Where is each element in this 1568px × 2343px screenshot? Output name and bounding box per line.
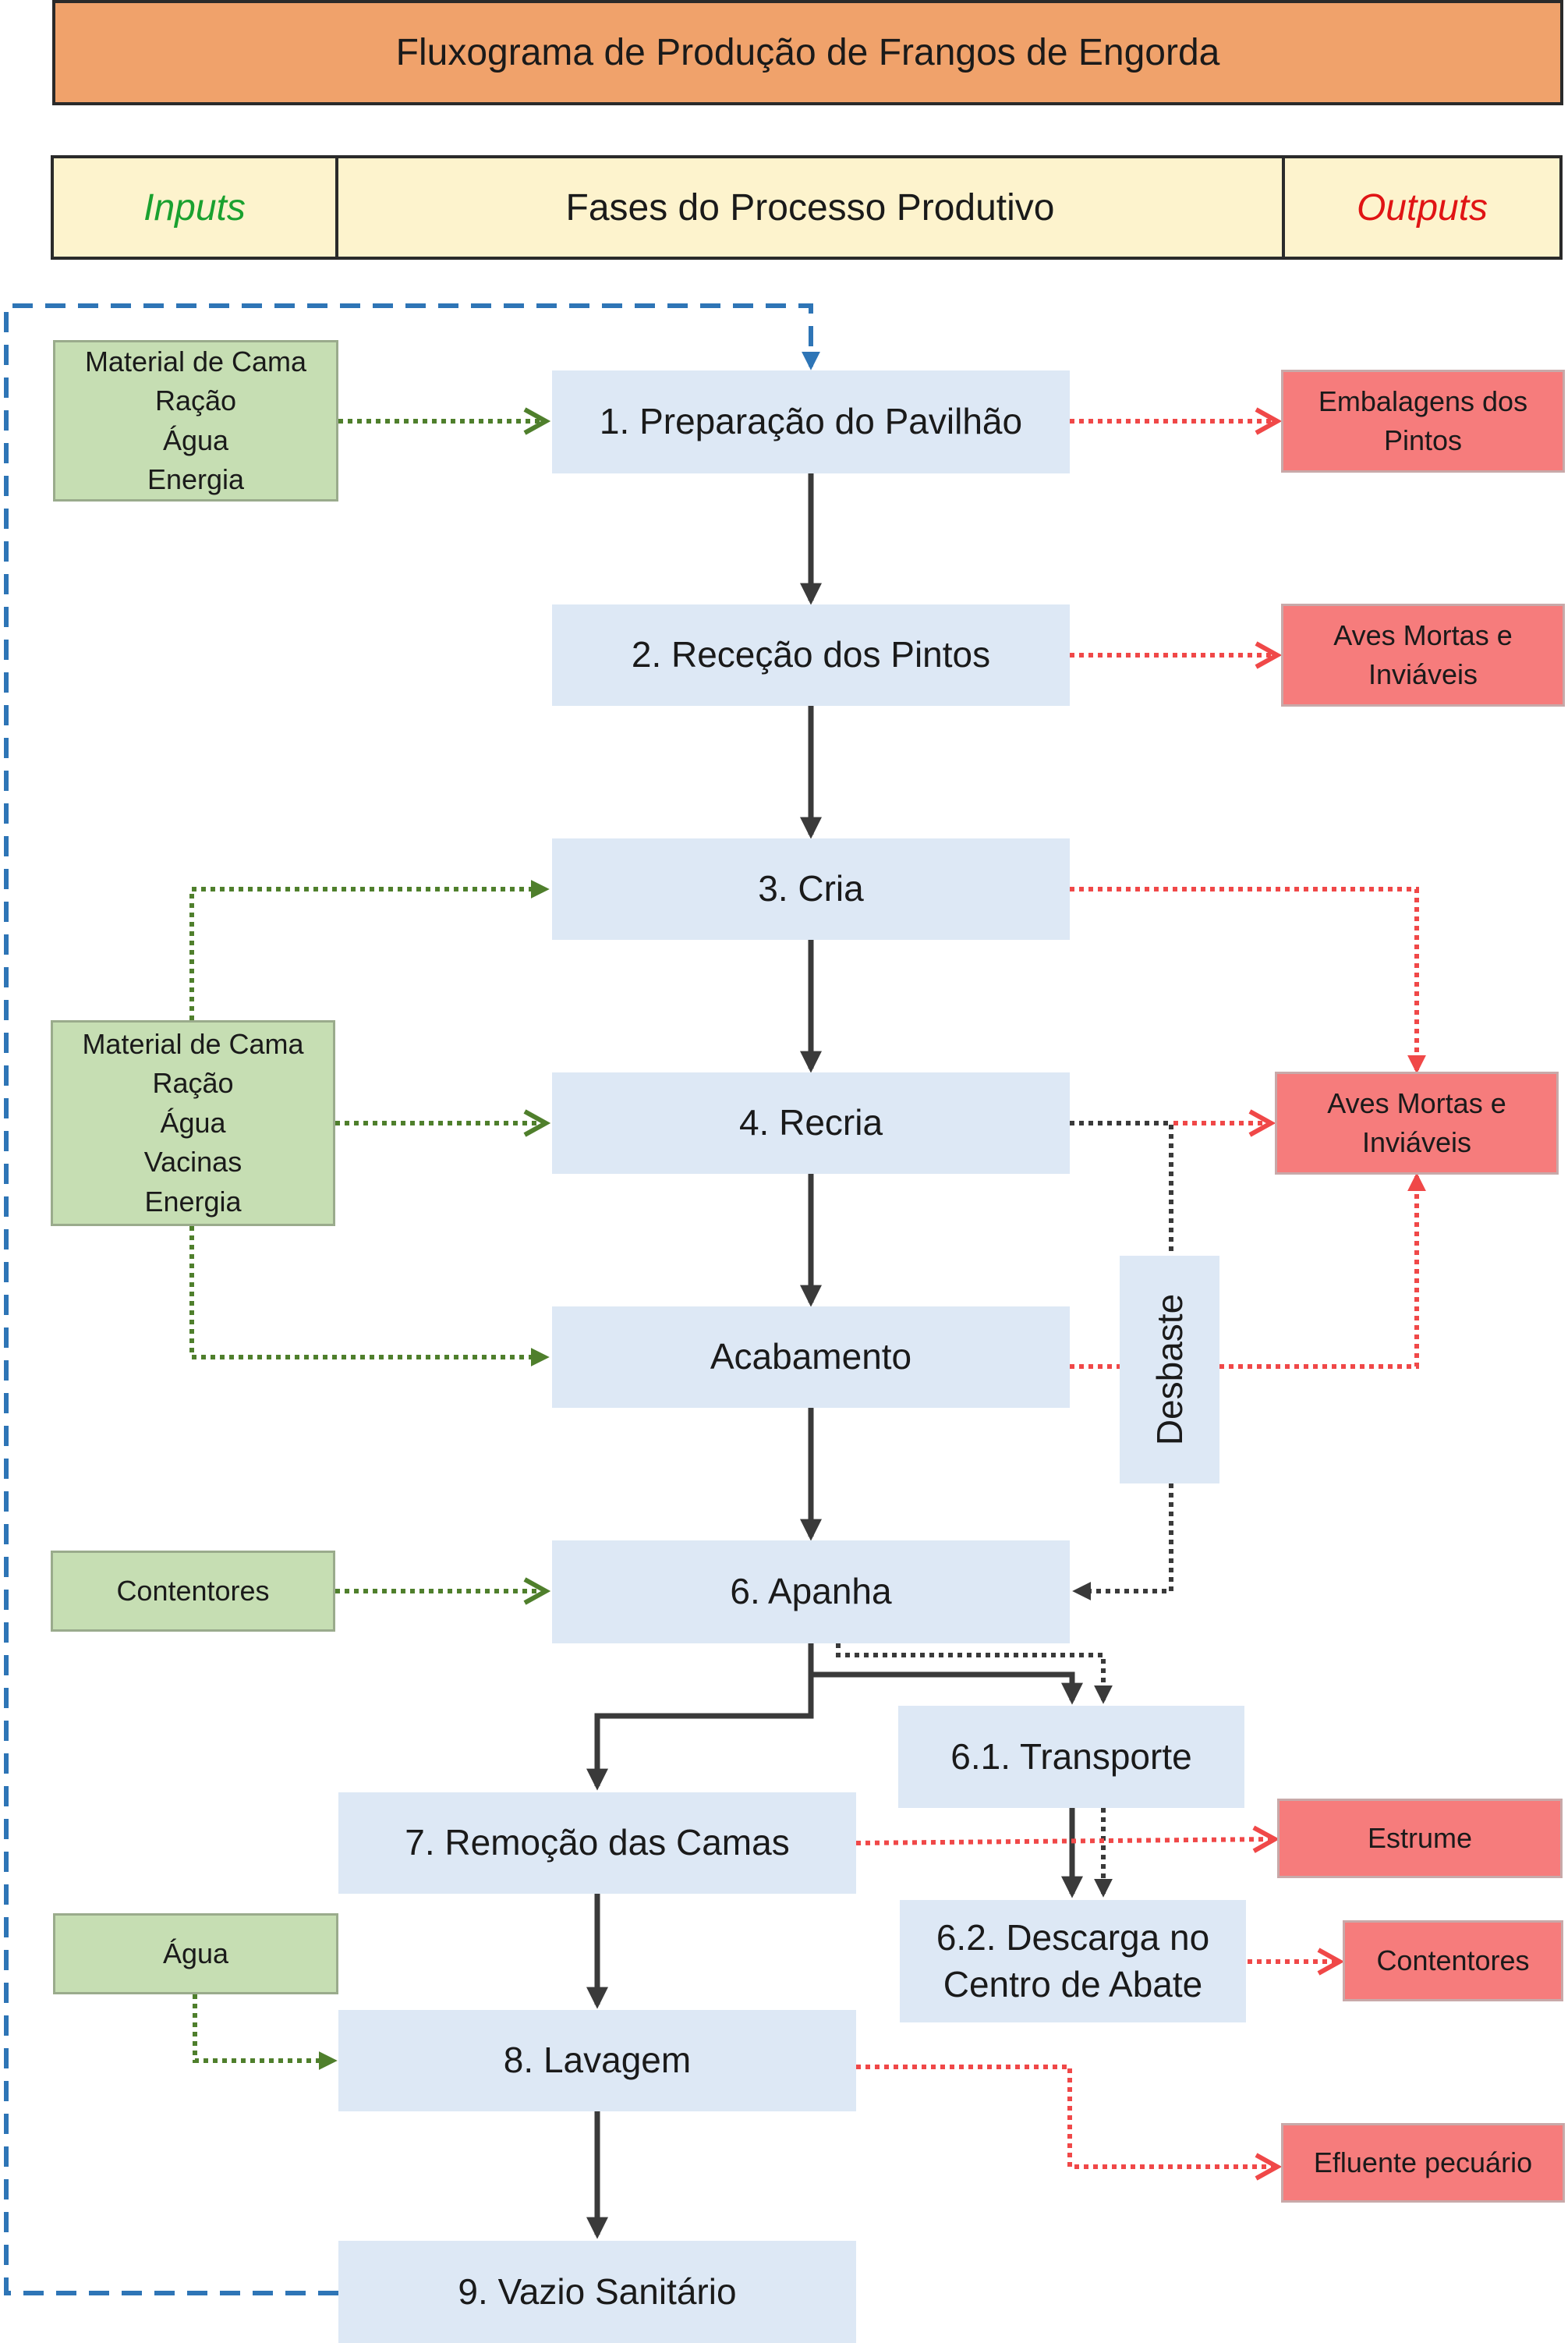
- phase-3: 3. Cria: [552, 838, 1070, 940]
- output-box-3: Aves Mortas e Inviáveis: [1275, 1072, 1559, 1175]
- arrow-p6-p61: [811, 1671, 1083, 1705]
- arrow-in4-p8: [193, 1994, 338, 2070]
- phase-6: 6. Apanha: [552, 1540, 1070, 1643]
- arrow-p7-out4: [855, 1839, 1275, 1843]
- header-inputs: Inputs: [51, 155, 338, 260]
- arrow-desbaste-p6: [1072, 1483, 1173, 1600]
- output-box-6: Efluente pecuário: [1281, 2123, 1565, 2203]
- input-box-3: Contentores: [51, 1551, 335, 1632]
- phase-6-2: 6.2. Descarga no Centro de Abate: [900, 1900, 1246, 2022]
- input-box-4: Água: [53, 1913, 338, 1994]
- output-box-2: Aves Mortas e Inviáveis: [1281, 604, 1565, 707]
- output-box-4: Estrume: [1277, 1799, 1563, 1878]
- desbaste-label: Desbaste: [1149, 1293, 1190, 1446]
- desbaste-arrows: [836, 1121, 1173, 1898]
- main-flow-arrows: [586, 473, 1083, 2239]
- header-outputs: Outputs: [1282, 155, 1563, 260]
- input-box-1: Material de Cama Ração Água Energia: [53, 340, 338, 502]
- output-box-5: Contentores: [1343, 1920, 1563, 2001]
- arrow-p6-p7: [586, 1643, 814, 1791]
- arrow-in2-p3: [189, 880, 550, 1020]
- input-arrows: [189, 421, 550, 2070]
- header-phases: Fases do Processo Produtivo: [335, 155, 1285, 260]
- arrow-p3-out3: [1070, 887, 1426, 1074]
- diagram-title: Fluxograma de Produção de Frangos de Eng…: [52, 0, 1563, 105]
- phase-5: Acabamento: [552, 1306, 1070, 1408]
- desbaste-box: Desbaste: [1120, 1256, 1219, 1483]
- arrow-p6-p61-dotted: [836, 1643, 1113, 1704]
- phase-9: 9. Vazio Sanitário: [338, 2241, 856, 2343]
- arrow-in2-p5: [189, 1226, 550, 1366]
- phase-2: 2. Receção dos Pintos: [552, 604, 1070, 706]
- arrow-desbaste-out3-up: [1219, 1172, 1426, 1369]
- arrow-p8-out6: [856, 2065, 1277, 2167]
- phase-1: 1. Preparação do Pavilhão: [552, 370, 1070, 473]
- arrow-p4-desbaste: [1070, 1121, 1173, 1256]
- phase-6-1: 6.1. Transporte: [898, 1706, 1244, 1808]
- output-arrows: [855, 421, 1426, 2167]
- input-box-2: Material de Cama Ração Água Vacinas Ener…: [51, 1020, 335, 1226]
- phase-7: 7. Remoção das Camas: [338, 1792, 856, 1894]
- phase-8: 8. Lavagem: [338, 2010, 856, 2111]
- phase-4: 4. Recria: [552, 1072, 1070, 1174]
- output-box-1: Embalagens dos Pintos: [1281, 370, 1565, 473]
- loop-arrow: [4, 303, 820, 2295]
